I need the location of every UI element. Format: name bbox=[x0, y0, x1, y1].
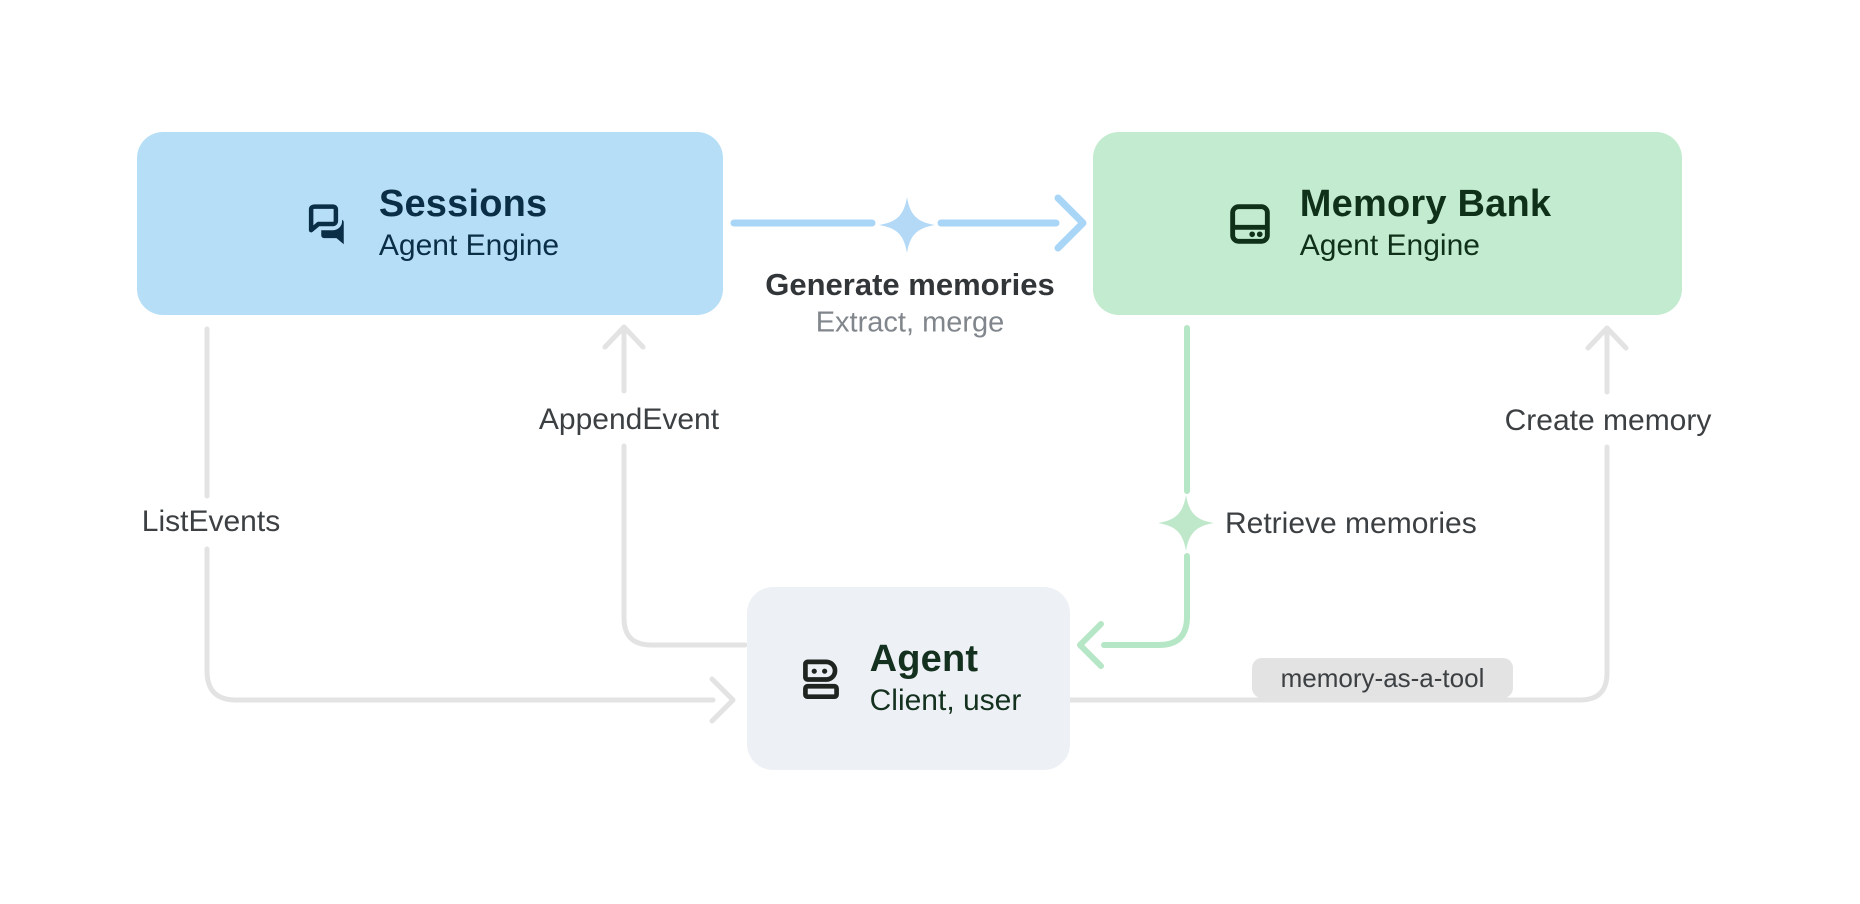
create-memory-label: Create memory bbox=[1504, 404, 1712, 437]
storage-icon bbox=[1230, 203, 1270, 244]
arrow-shaft bbox=[1101, 553, 1190, 648]
node-title: Memory Bank bbox=[1299, 182, 1552, 225]
list-events-label: ListEvents bbox=[141, 505, 281, 538]
generate-memories-label: Generate memories bbox=[765, 267, 1055, 302]
append-event-label: AppendEvent bbox=[538, 403, 720, 436]
arrowhead-right-icon bbox=[709, 676, 736, 724]
append-event-arrow bbox=[602, 324, 748, 648]
node-title: Sessions bbox=[378, 182, 548, 225]
node-agent: Agent Client, user bbox=[747, 587, 1070, 770]
arrowhead-up-icon bbox=[1585, 325, 1629, 351]
node-memory-bank: Memory Bank Agent Engine bbox=[1093, 132, 1682, 315]
extract-merge-sublabel: Extract, merge bbox=[815, 306, 1005, 339]
arrow-shaft bbox=[204, 546, 716, 703]
arrow-shaft bbox=[621, 443, 748, 648]
node-subtitle: Agent Engine bbox=[378, 228, 560, 262]
node-subtitle: Agent Engine bbox=[1299, 228, 1480, 262]
retrieve-memories-label: Retrieve memories bbox=[1225, 507, 1477, 540]
memory-as-a-tool-chip: memory-as-a-tool bbox=[1252, 658, 1513, 698]
arrowhead-left-icon bbox=[1077, 621, 1104, 669]
sparkle-icon bbox=[879, 197, 935, 253]
chat-forum-icon bbox=[304, 199, 344, 244]
retrieve-memories-arrow bbox=[1077, 325, 1190, 669]
chip-label: memory-as-a-tool bbox=[1280, 662, 1485, 693]
list-events-arrow bbox=[204, 326, 736, 724]
arrowhead-up-icon bbox=[602, 324, 646, 350]
node-subtitle: Client, user bbox=[869, 683, 1022, 717]
node-title: Agent bbox=[869, 637, 979, 680]
arrowhead-right-icon bbox=[1054, 194, 1087, 252]
robot-icon bbox=[802, 659, 839, 699]
create-memory-arrow bbox=[1067, 325, 1629, 703]
node-sessions: Sessions Agent Engine bbox=[137, 132, 723, 315]
sparkle-icon bbox=[1158, 495, 1214, 551]
arrow-shaft bbox=[1067, 444, 1610, 703]
generate-memories-arrow bbox=[730, 194, 1087, 252]
